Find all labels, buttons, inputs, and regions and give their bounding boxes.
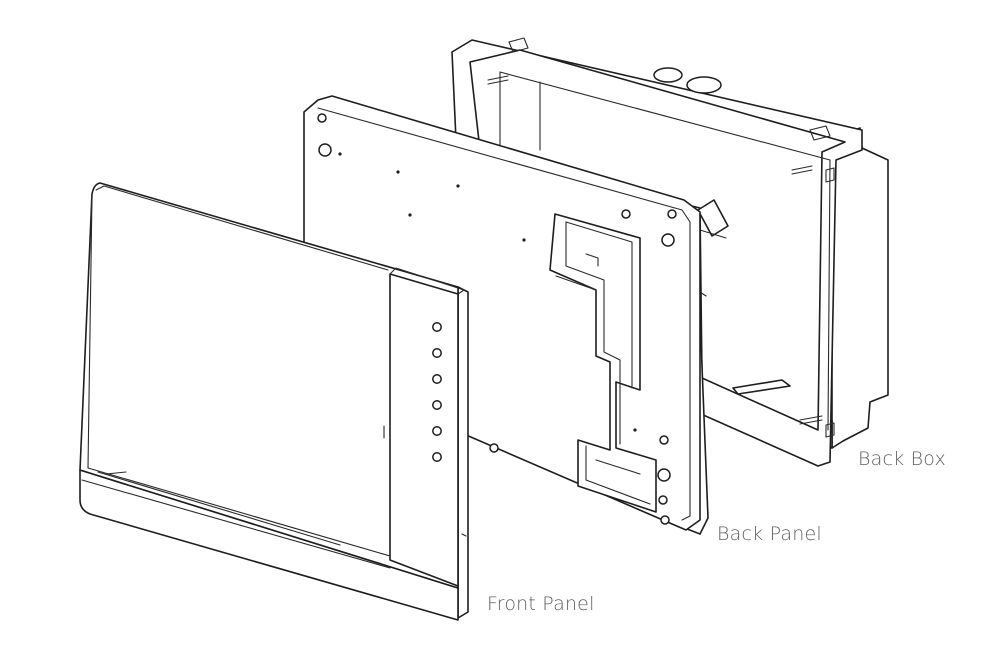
back-panel-label: Back Panel (717, 523, 822, 545)
back-panel-drawing (303, 95, 709, 535)
button-2 (432, 348, 442, 358)
button-6 (432, 452, 442, 462)
button-1 (432, 322, 442, 332)
button-4 (432, 400, 442, 410)
front-panel-drawing (79, 182, 469, 621)
button-5 (432, 426, 442, 436)
front-panel-buttons (432, 322, 442, 462)
button-3 (432, 374, 442, 384)
front-panel-label: Front Panel (487, 593, 595, 615)
back-box-label: Back Box (858, 448, 946, 470)
back-box-drawing (451, 37, 889, 467)
